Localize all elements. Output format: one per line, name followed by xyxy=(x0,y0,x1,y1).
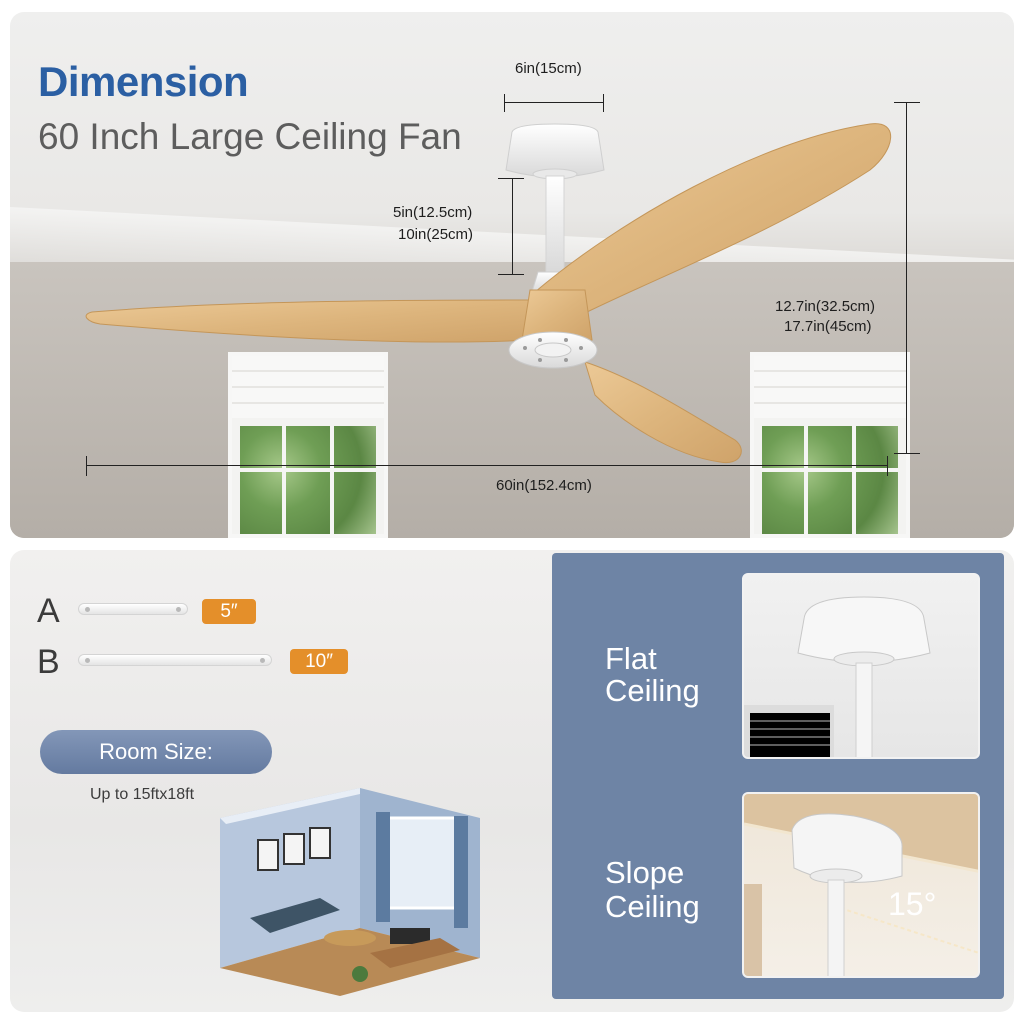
canopy-width-line xyxy=(504,102,604,103)
downrod-long-label: 10in(25cm) xyxy=(398,226,474,243)
downrod-short-label: 5in(12.5cm) xyxy=(393,204,473,221)
slope-ceiling-label-line2: Ceiling xyxy=(605,889,700,924)
canopy-width-label: 6in(15cm) xyxy=(515,60,582,77)
ceiling-fan-illustration xyxy=(85,123,892,464)
downrod-b-bar xyxy=(78,654,272,666)
downrod-line xyxy=(512,178,513,275)
downrod-a-length-tag: 5″ xyxy=(202,599,256,624)
downrod-tick-top xyxy=(498,178,524,179)
flat-ceiling-label-line2: Ceiling xyxy=(605,673,700,708)
height-short-label: 12.7in(32.5cm) xyxy=(775,298,876,315)
downrod-a-bar xyxy=(78,603,188,615)
downrod-tick-bottom xyxy=(498,274,524,275)
canopy-width-tick-left xyxy=(504,94,505,112)
window-right xyxy=(750,352,910,538)
flat-ceiling-photo xyxy=(742,573,980,759)
downrod-b-letter: B xyxy=(37,643,60,681)
window-left xyxy=(228,352,388,538)
downrod-a-letter: A xyxy=(37,592,60,630)
room-size-badge: Room Size: xyxy=(40,730,272,774)
height-tick-top xyxy=(894,102,920,103)
slope-angle-label: 15° xyxy=(888,886,937,922)
room-size-value: Up to 15ftx18ft xyxy=(90,786,195,803)
blade-span-tick-left xyxy=(86,456,87,476)
page-subtitle: 60 Inch Large Ceiling Fan xyxy=(38,116,462,157)
dimension-panel xyxy=(10,12,1014,538)
canopy-width-tick-right xyxy=(603,94,604,112)
flat-ceiling-label-line1: Flat xyxy=(605,641,657,676)
height-long-label: 17.7in(45cm) xyxy=(784,318,872,335)
page-title: Dimension xyxy=(38,58,249,105)
downrod-b-length-tag: 10″ xyxy=(290,649,348,674)
blade-span-line xyxy=(86,465,888,466)
blade-span-tick-right xyxy=(887,456,888,476)
room-illustration xyxy=(220,788,480,996)
height-line xyxy=(906,102,907,454)
height-tick-bottom xyxy=(894,453,920,454)
slope-ceiling-label-line1: Slope xyxy=(605,855,685,890)
slope-ceiling-photo xyxy=(742,792,980,978)
blade-span-label: 60in(152.4cm) xyxy=(496,477,592,494)
